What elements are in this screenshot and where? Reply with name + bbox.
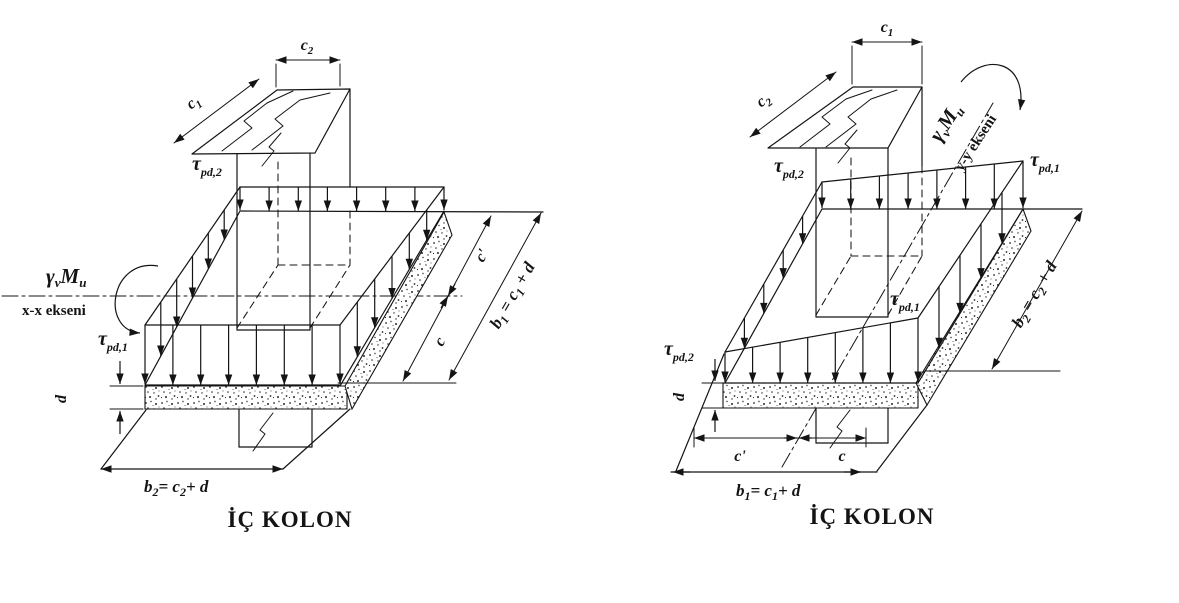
dim-cprime-label: c' [734,448,746,465]
column-stub-below-slab [815,407,889,449]
stress-arrows-corners [721,161,1027,382]
column-stub-below-slab [238,408,313,452]
dimension-d: d [671,359,724,432]
slab-front-face [144,385,348,410]
dim-d-label: d [53,394,70,403]
stress-label-tau-pd2-low: τpd,2 [664,338,694,364]
stress-label-tau-pd2-top: τpd,2 [774,155,804,181]
dimension-c2: c2 [275,37,341,88]
column-top-section [767,86,923,149]
column [191,88,351,331]
stress-label-tau-pd2: τpd,2 [192,153,222,179]
critical-section-walls [144,186,544,387]
stress-arrows-back [847,164,998,209]
stress-arrows-front [748,322,895,383]
dim-c-label: c [431,334,449,349]
column-hidden-edges [236,161,351,329]
dim-c-label: c [838,448,845,465]
dim-c2-label: c2 [301,37,314,57]
dimension-c-cprime: c' c [693,427,867,465]
slab-cut-faces [722,207,1032,409]
break-symbol [261,132,282,167]
moment-arrow [960,63,1026,111]
stress-arrows-left [740,216,807,349]
slab-cut-faces [144,210,453,411]
moment-arrow [114,264,159,336]
dim-b2-formula: b2= c2+ d [144,477,209,499]
break-symbol [825,89,898,148]
moment-label: γvMu [924,99,968,147]
break-symbol [252,412,274,452]
right-diagram: c1 c2 d c' c b2 = c2 + [664,19,1083,529]
dimension-c2: c2 [749,71,837,138]
dimension-c1: c1 [851,19,923,85]
left-caption: İÇ KOLON [228,507,353,532]
x-x-axis-label: x-x ekseni [22,303,86,319]
dim-b1-formula: b1 = c1 + d [486,258,542,333]
column [767,86,923,318]
stress-arrows-back [265,187,419,211]
break-symbol [221,90,294,152]
dimension-d: d [53,361,144,434]
stress-arrows-front [169,325,316,385]
stress-label-tau-pd1: τpd,1 [98,328,128,354]
break-symbol [837,129,858,164]
dimension-c1: c1 [173,78,260,144]
dim-c1-label: c1 [881,19,894,39]
dim-c1-label: c1 [183,92,205,116]
dim-cprime-label: c' [472,246,493,265]
slab-front-face [722,382,919,409]
right-caption: İÇ KOLON [810,504,935,529]
stress-label-tau-pd1-mid: τpd,1 [890,288,920,314]
dim-b2-formula: b2 = c2 + d [1008,257,1064,332]
slab-plane-outline [100,408,351,473]
break-symbol [829,409,851,449]
stress-arrows-left [157,210,228,356]
left-diagram: c2 c1 d c' c b1 = c1 + d γ [1,37,544,532]
slab-right-face [915,207,1032,407]
moment-label: γvMu [46,264,86,290]
stress-label-tau-pd1-top: τpd,1 [1030,149,1060,175]
dim-c2-label: c2 [753,90,776,114]
break-symbol [251,92,331,151]
stress-arrows-corners [141,187,448,384]
dim-d-label: d [671,392,688,401]
dim-b1-formula: b1= c1+ d [736,481,801,503]
critical-section-walls [722,160,1083,384]
slab-right-face [344,210,453,411]
